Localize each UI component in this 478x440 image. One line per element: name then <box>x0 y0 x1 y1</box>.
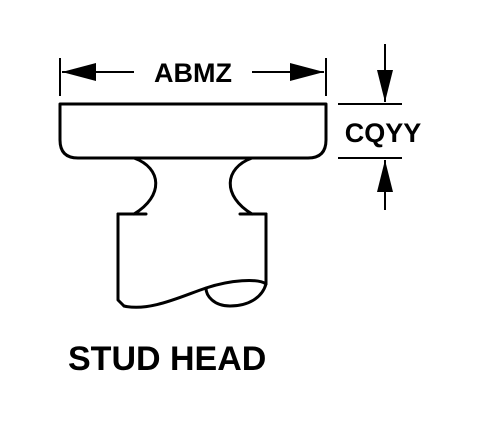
stud-shank <box>116 212 268 308</box>
height-arrowhead-bottom <box>377 160 393 192</box>
stud-head-cap <box>58 102 328 160</box>
width-arrowhead-left <box>62 63 96 81</box>
width-dimension-label: ABMZ <box>154 58 232 88</box>
height-dimension-label: CQYY <box>345 118 422 148</box>
stud-neck-right <box>228 156 254 216</box>
width-arrowhead-right <box>290 63 324 81</box>
height-arrowhead-top <box>377 70 393 102</box>
stud-break-line <box>122 279 268 309</box>
stud-neck-left <box>132 156 158 216</box>
part-title: STUD HEAD <box>68 340 266 378</box>
